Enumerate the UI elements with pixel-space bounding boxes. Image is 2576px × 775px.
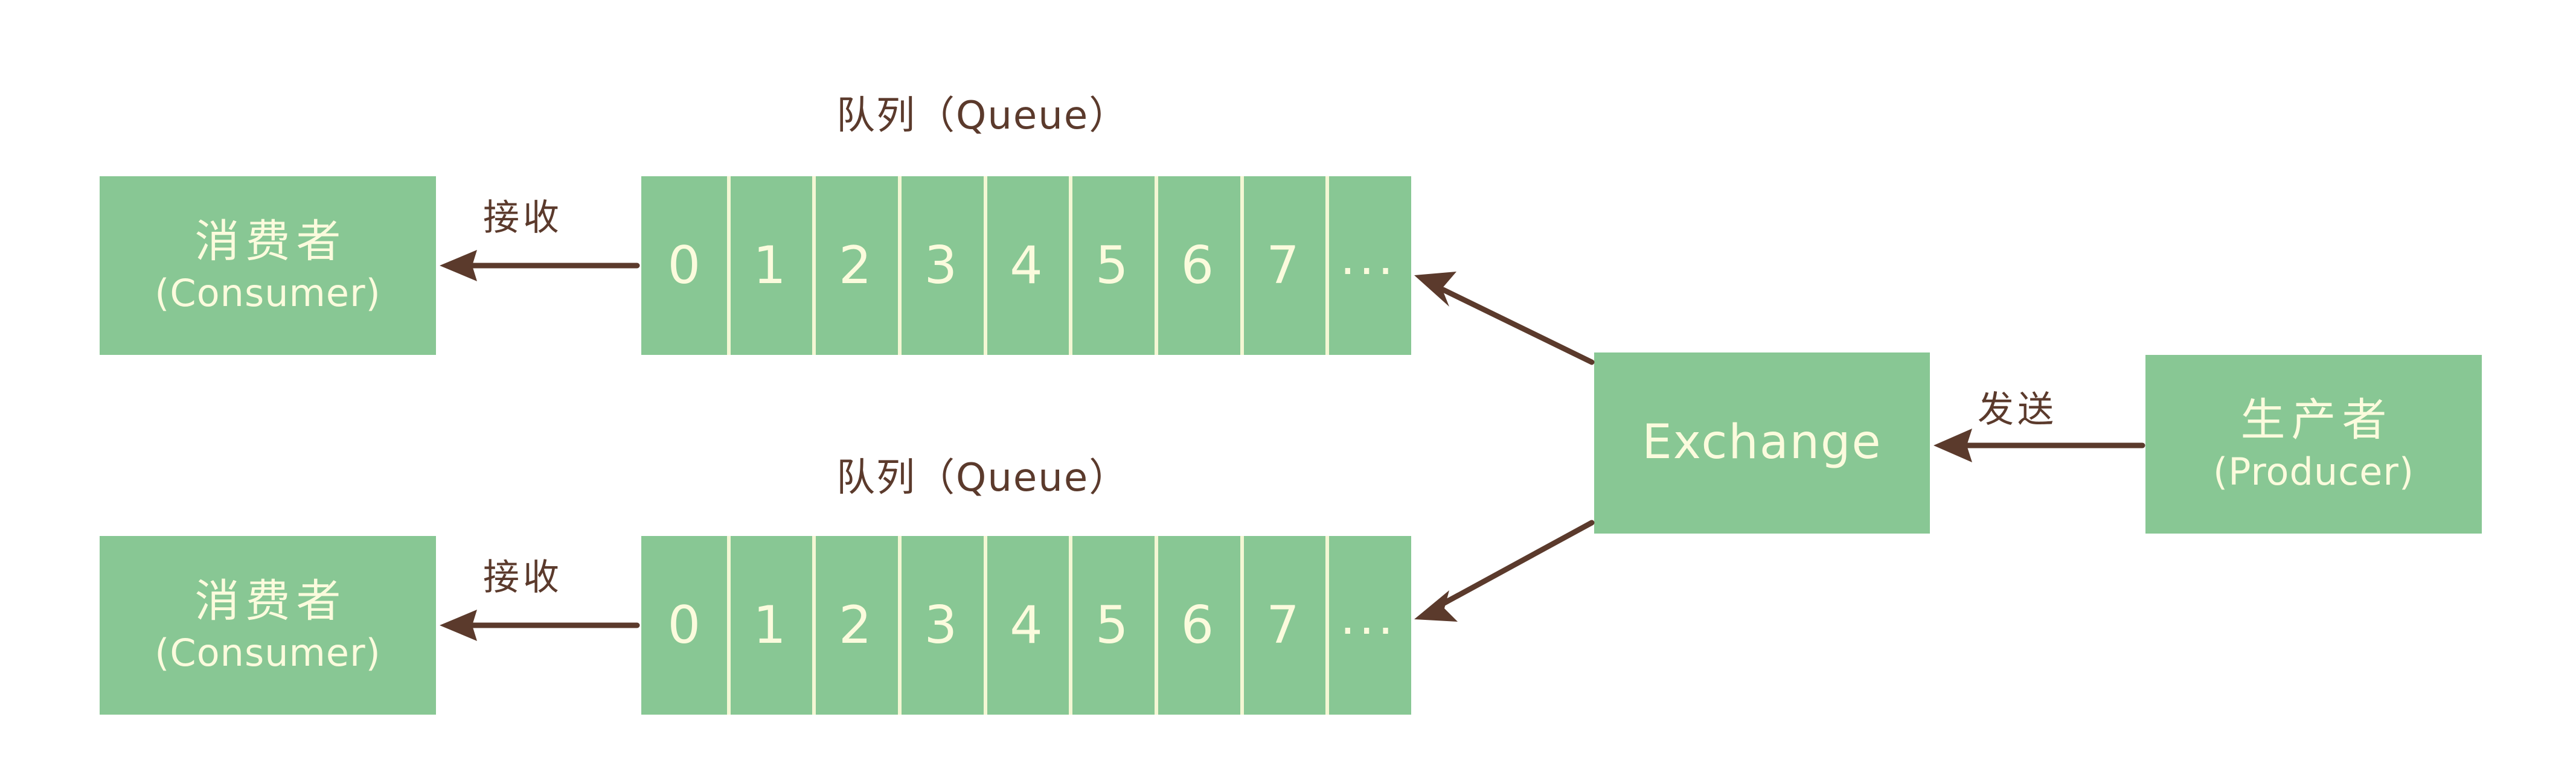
arrow-exchange-to-queue-bottom [1414,520,1595,622]
queue-bottom-cell[interactable]: 3 [898,536,984,715]
send-label: 发送 [1978,389,2057,431]
consumer-bottom-en: (Consumer) [155,631,381,675]
consumer-top-en: (Consumer) [155,271,381,316]
consumer-bottom-cn: 消费者 [194,575,347,627]
consumer-top-box[interactable]: 消费者 (Consumer) [100,176,436,355]
queue-top-cell[interactable]: 7 [1240,176,1326,355]
exchange-box[interactable]: Exchange [1594,352,1930,534]
arrow-receive-bottom [440,610,640,641]
queue-title-top: 队列（Queue） [836,94,1129,138]
queue-bottom-cell[interactable]: 5 [1069,536,1155,715]
queue-bottom-cell[interactable]: 6 [1155,536,1240,715]
producer-en: (Producer) [2212,450,2415,494]
queue-bottom-cell[interactable]: 0 [667,595,701,655]
exchange-label: Exchange [1642,415,1882,470]
queue-top-cell[interactable]: 1 [726,176,813,355]
queue-bottom-cell[interactable]: 4 [983,536,1069,715]
arrow-exchange-to-queue-top [1414,272,1595,365]
queue-top-cell[interactable]: ... [1325,176,1411,355]
queue-title-bottom: 队列（Queue） [836,456,1129,500]
producer-cn: 生产者 [2240,394,2393,446]
queue-top-cell[interactable]: 3 [898,176,984,355]
receive-label-top: 接收 [483,197,563,239]
queue-bottom-cell[interactable]: 2 [812,536,898,715]
consumer-bottom-box[interactable]: 消费者 (Consumer) [100,536,436,715]
queue-bottom-cell[interactable]: 7 [1240,536,1326,715]
arrow-send [1934,429,2145,462]
queue-bottom-cell[interactable]: ... [1325,536,1411,715]
receive-label-bottom: 接收 [483,557,563,599]
producer-box[interactable]: 生产者 (Producer) [2145,355,2482,534]
queue-top-cell[interactable]: 2 [812,176,898,355]
consumer-top-cn: 消费者 [194,215,347,267]
queue-top-cell[interactable]: 0 [667,235,701,296]
queue-top-cell[interactable]: 5 [1069,176,1155,355]
queue-top-cell[interactable]: 4 [983,176,1069,355]
arrow-receive-top [440,250,640,281]
queue-bottom-cell[interactable]: 1 [726,536,813,715]
queue-top-cell[interactable]: 6 [1155,176,1240,355]
